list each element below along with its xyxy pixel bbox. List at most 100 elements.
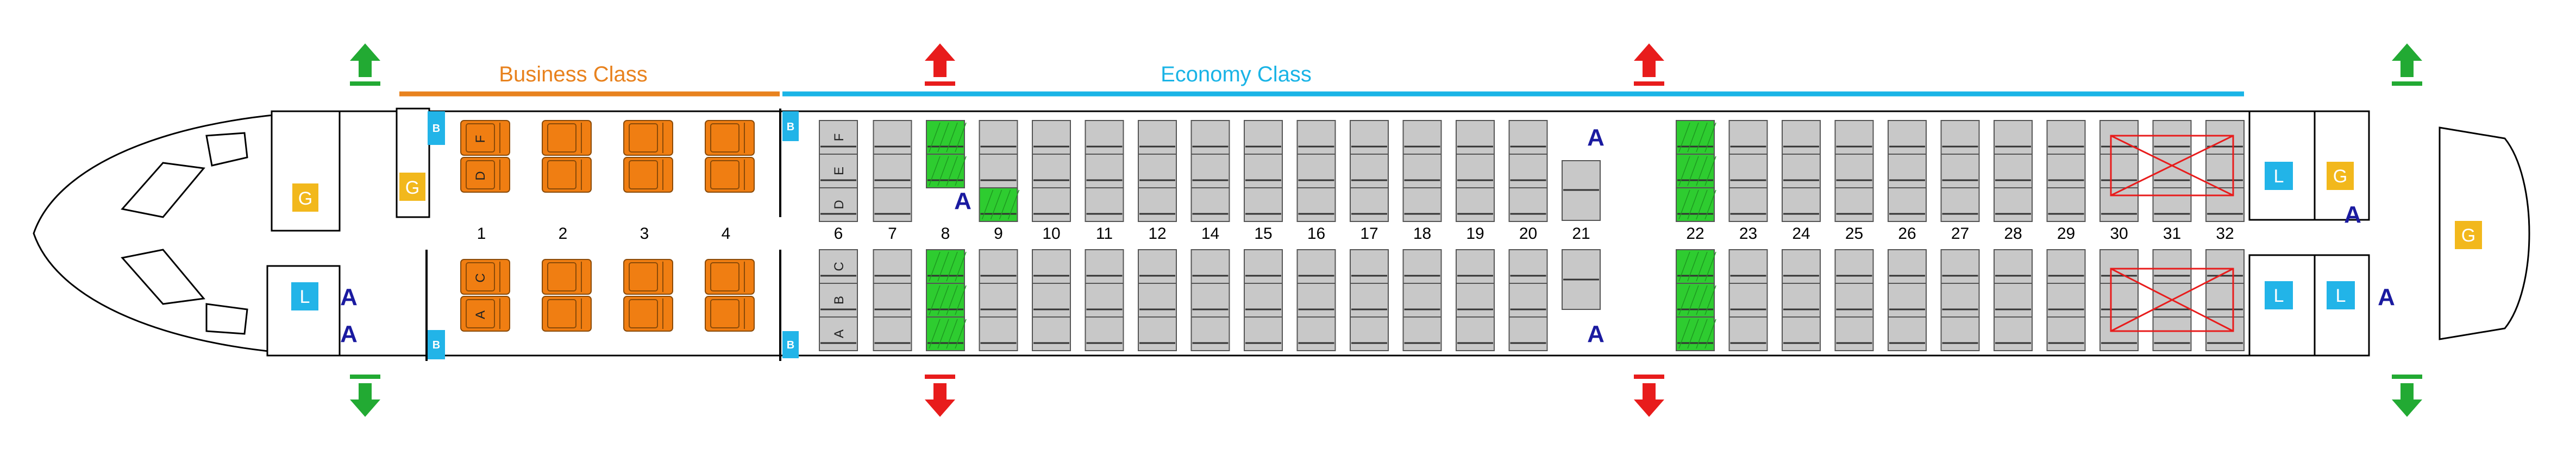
- seat-18F[interactable]: [1402, 120, 1442, 155]
- seat-9F[interactable]: [979, 120, 1018, 155]
- seat-28E[interactable]: [1994, 154, 2033, 188]
- seat-7A[interactable]: [873, 316, 912, 351]
- seat-25E[interactable]: [1834, 154, 1874, 188]
- seat-16C[interactable]: [1296, 249, 1336, 284]
- seat-22A[interactable]: [1676, 316, 1716, 351]
- seat-24D[interactable]: [1782, 187, 1821, 222]
- seat-1F[interactable]: F: [460, 120, 510, 156]
- seat-25D[interactable]: [1834, 187, 1874, 222]
- seat-32F[interactable]: [2205, 120, 2245, 155]
- seat-23E[interactable]: [1728, 154, 1768, 188]
- seat-11A[interactable]: [1085, 316, 1124, 351]
- seat-8A[interactable]: [926, 316, 967, 351]
- seat-28C[interactable]: [1994, 249, 2033, 284]
- seat-24B[interactable]: [1782, 283, 1821, 318]
- seat-15B[interactable]: [1244, 283, 1283, 318]
- seat-30C[interactable]: [2099, 249, 2139, 284]
- seat-28B[interactable]: [1994, 283, 2033, 318]
- seat-1A[interactable]: A: [460, 296, 510, 332]
- seat-26B[interactable]: [1888, 283, 1927, 318]
- seat-28F[interactable]: [1994, 120, 2033, 155]
- seat-24F[interactable]: [1782, 120, 1821, 155]
- seat-23A[interactable]: [1728, 316, 1768, 351]
- seat-24C[interactable]: [1782, 249, 1821, 284]
- seat-15F[interactable]: [1244, 120, 1283, 155]
- seat-14B[interactable]: [1190, 283, 1230, 318]
- seat-25C[interactable]: [1834, 249, 1874, 284]
- seat-20F[interactable]: [1508, 120, 1548, 155]
- seat-11F[interactable]: [1085, 120, 1124, 155]
- seat-16D[interactable]: [1296, 187, 1336, 222]
- seat-26A[interactable]: [1888, 316, 1927, 351]
- seat-28D[interactable]: [1994, 187, 2033, 222]
- seat-11B[interactable]: [1085, 283, 1124, 318]
- seat-2C[interactable]: [542, 259, 592, 295]
- seat-29F[interactable]: [2046, 120, 2086, 155]
- seat-27A[interactable]: [1940, 316, 1980, 351]
- seat-11D[interactable]: [1085, 187, 1124, 222]
- seat-20D[interactable]: [1508, 187, 1548, 222]
- seat-31A[interactable]: [2152, 316, 2192, 351]
- seat-4F[interactable]: [705, 120, 755, 156]
- seat-18B[interactable]: [1402, 283, 1442, 318]
- seat-30F[interactable]: [2099, 120, 2139, 155]
- seat-27E[interactable]: [1940, 154, 1980, 188]
- seat-27B[interactable]: [1940, 283, 1980, 318]
- seat-14A[interactable]: [1190, 316, 1230, 351]
- seat-30E[interactable]: [2099, 154, 2139, 188]
- seat-6A[interactable]: A: [819, 316, 858, 351]
- seat-12C[interactable]: [1138, 249, 1177, 284]
- seat-20A[interactable]: [1508, 316, 1548, 351]
- seat-9E[interactable]: [979, 154, 1018, 188]
- seat-19E[interactable]: [1456, 154, 1495, 188]
- seat-31C[interactable]: [2152, 249, 2192, 284]
- seat-19B[interactable]: [1456, 283, 1495, 318]
- seat-32A[interactable]: [2205, 316, 2245, 351]
- seat-18C[interactable]: [1402, 249, 1442, 284]
- seat-6C[interactable]: C: [819, 249, 858, 284]
- seat-23B[interactable]: [1728, 283, 1768, 318]
- seat-6B[interactable]: B: [819, 283, 858, 318]
- seat-10E[interactable]: [1032, 154, 1071, 188]
- seat-32E[interactable]: [2205, 154, 2245, 188]
- seat-11E[interactable]: [1085, 154, 1124, 188]
- seat-22B[interactable]: [1676, 283, 1716, 318]
- seat-17C[interactable]: [1350, 249, 1389, 284]
- seat-8B[interactable]: [926, 283, 967, 318]
- seat-1D[interactable]: D: [460, 157, 510, 193]
- seat-31F[interactable]: [2152, 120, 2192, 155]
- seat-30B[interactable]: [2099, 283, 2139, 318]
- seat-16A[interactable]: [1296, 316, 1336, 351]
- seat-17F[interactable]: [1350, 120, 1389, 155]
- seat-15C[interactable]: [1244, 249, 1283, 284]
- seat-15D[interactable]: [1244, 187, 1283, 222]
- seat-24E[interactable]: [1782, 154, 1821, 188]
- seat-27C[interactable]: [1940, 249, 1980, 284]
- seat-32C[interactable]: [2205, 249, 2245, 284]
- seat-8E[interactable]: [926, 154, 967, 188]
- seat-29D[interactable]: [2046, 187, 2086, 222]
- seat-20E[interactable]: [1508, 154, 1548, 188]
- seat-19F[interactable]: [1456, 120, 1495, 155]
- seat-3C[interactable]: [623, 259, 673, 295]
- seat-18E[interactable]: [1402, 154, 1442, 188]
- seat-30D[interactable]: [2099, 187, 2139, 222]
- seat-29A[interactable]: [2046, 316, 2086, 351]
- seat-26E[interactable]: [1888, 154, 1927, 188]
- seat-6E[interactable]: E: [819, 154, 858, 188]
- seat-21-lower[interactable]: [1562, 249, 1601, 310]
- seat-10F[interactable]: [1032, 120, 1071, 155]
- seat-6D[interactable]: D: [819, 187, 858, 222]
- seat-20B[interactable]: [1508, 283, 1548, 318]
- seat-25F[interactable]: [1834, 120, 1874, 155]
- seat-31D[interactable]: [2152, 187, 2192, 222]
- seat-12D[interactable]: [1138, 187, 1177, 222]
- seat-12F[interactable]: [1138, 120, 1177, 155]
- seat-22F[interactable]: [1676, 120, 1716, 155]
- seat-27D[interactable]: [1940, 187, 1980, 222]
- seat-14F[interactable]: [1190, 120, 1230, 155]
- seat-17B[interactable]: [1350, 283, 1389, 318]
- seat-6F[interactable]: F: [819, 120, 858, 155]
- seat-19C[interactable]: [1456, 249, 1495, 284]
- seat-7C[interactable]: [873, 249, 912, 284]
